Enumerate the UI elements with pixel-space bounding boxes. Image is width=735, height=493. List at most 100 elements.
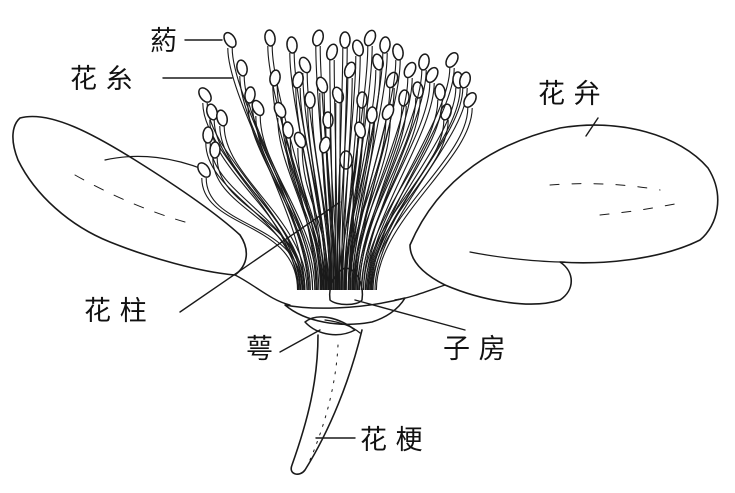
anther-ellipse bbox=[356, 91, 368, 109]
filament-line bbox=[326, 152, 337, 291]
anther-ellipse bbox=[318, 136, 332, 154]
stamens bbox=[197, 29, 477, 291]
filament-line bbox=[285, 137, 322, 291]
anther-ellipse bbox=[331, 86, 345, 104]
anther-ellipse bbox=[311, 29, 325, 47]
filament-line bbox=[362, 69, 427, 291]
filament-line bbox=[343, 45, 369, 291]
filament-line bbox=[212, 157, 302, 291]
anther-ellipse bbox=[202, 126, 214, 144]
leader-lines bbox=[162, 39, 599, 439]
style bbox=[338, 150, 354, 276]
filament-line bbox=[277, 117, 320, 291]
filament-line bbox=[267, 45, 317, 291]
filament-line bbox=[216, 157, 306, 291]
anther-ellipse bbox=[251, 99, 265, 117]
label-sepal: 萼 bbox=[246, 334, 273, 365]
anther-ellipse bbox=[286, 36, 298, 54]
anther-ellipse bbox=[392, 43, 404, 61]
anther-ellipse bbox=[458, 71, 472, 89]
anther-ellipse bbox=[381, 103, 395, 121]
sepals bbox=[284, 297, 406, 336]
filament-line bbox=[338, 102, 341, 291]
anther-ellipse bbox=[322, 111, 334, 129]
anther-ellipse bbox=[298, 56, 312, 74]
anther-ellipse bbox=[379, 36, 391, 54]
filament-line bbox=[368, 87, 457, 291]
sepal-leader-line bbox=[279, 329, 321, 353]
anther-ellipse bbox=[315, 76, 329, 94]
filament-line bbox=[301, 147, 330, 291]
anther-ellipse bbox=[209, 141, 221, 159]
filament-line bbox=[247, 102, 311, 291]
petal-leader-line bbox=[585, 117, 599, 137]
filament-line bbox=[227, 47, 306, 291]
label-pedicel: 花 梗 bbox=[360, 425, 423, 456]
filament-line bbox=[364, 119, 445, 291]
anther-ellipse bbox=[343, 61, 357, 79]
anther-ellipse bbox=[269, 69, 281, 87]
filament-line bbox=[307, 107, 328, 291]
anther-ellipse bbox=[197, 162, 211, 178]
anther-ellipse bbox=[273, 101, 287, 119]
filament-line bbox=[223, 125, 308, 291]
label-petal: 花 弁 bbox=[538, 79, 601, 110]
anther-ellipse bbox=[418, 53, 430, 71]
filament-line bbox=[344, 122, 371, 291]
label-style: 花 柱 bbox=[84, 296, 147, 327]
anther-ellipse bbox=[264, 29, 276, 47]
anther-ellipse bbox=[463, 92, 477, 108]
ovary bbox=[328, 267, 364, 306]
anther-ellipse bbox=[205, 103, 219, 121]
filament-line bbox=[219, 125, 304, 291]
filament-line bbox=[371, 107, 469, 291]
filament-line bbox=[370, 87, 464, 291]
filament-line bbox=[356, 97, 417, 291]
filament-line bbox=[205, 142, 300, 291]
anther-ellipse bbox=[425, 66, 439, 84]
style-leader-line bbox=[179, 201, 341, 313]
filament-line bbox=[345, 69, 377, 291]
filament-line bbox=[319, 92, 332, 291]
label-filament: 花 糸 bbox=[70, 64, 133, 95]
anther-ellipse bbox=[216, 109, 228, 127]
label-ovary: 子 房 bbox=[443, 334, 506, 365]
anther-ellipse bbox=[351, 39, 365, 57]
anther-ellipse bbox=[366, 106, 378, 124]
filament-line bbox=[201, 177, 299, 291]
filament-line bbox=[351, 59, 397, 291]
filament-line bbox=[374, 87, 468, 291]
filament-line bbox=[329, 59, 334, 291]
filament-line bbox=[251, 102, 316, 291]
filament-line bbox=[337, 77, 349, 291]
label-anther: 葯 bbox=[150, 26, 177, 57]
filament-line bbox=[352, 119, 391, 291]
filament-line bbox=[375, 107, 473, 291]
filament-line bbox=[271, 45, 321, 291]
anther-ellipse bbox=[223, 31, 237, 49]
filament-line bbox=[289, 137, 326, 291]
filament-line bbox=[366, 67, 451, 291]
anther-ellipse bbox=[363, 29, 377, 47]
anther-ellipse bbox=[403, 61, 417, 79]
filament-line bbox=[297, 147, 325, 291]
filament-line bbox=[358, 69, 423, 291]
anther-ellipse bbox=[434, 83, 446, 101]
filament-line bbox=[255, 115, 314, 291]
pedicel bbox=[290, 329, 363, 475]
anther-ellipse bbox=[244, 86, 256, 104]
filament-line bbox=[322, 152, 332, 291]
anther-ellipse bbox=[236, 59, 248, 77]
anther-ellipse bbox=[293, 131, 307, 149]
anther-ellipse bbox=[282, 121, 294, 139]
filament-line bbox=[205, 177, 303, 291]
anther-ellipse bbox=[339, 31, 351, 49]
anther-ellipse bbox=[445, 51, 459, 69]
filament-line bbox=[360, 82, 431, 291]
anther-ellipse bbox=[353, 121, 367, 139]
ovary-leader-line bbox=[354, 299, 466, 331]
right-petal bbox=[409, 124, 719, 305]
anther-ellipse bbox=[304, 91, 316, 109]
filament-line bbox=[354, 77, 409, 291]
